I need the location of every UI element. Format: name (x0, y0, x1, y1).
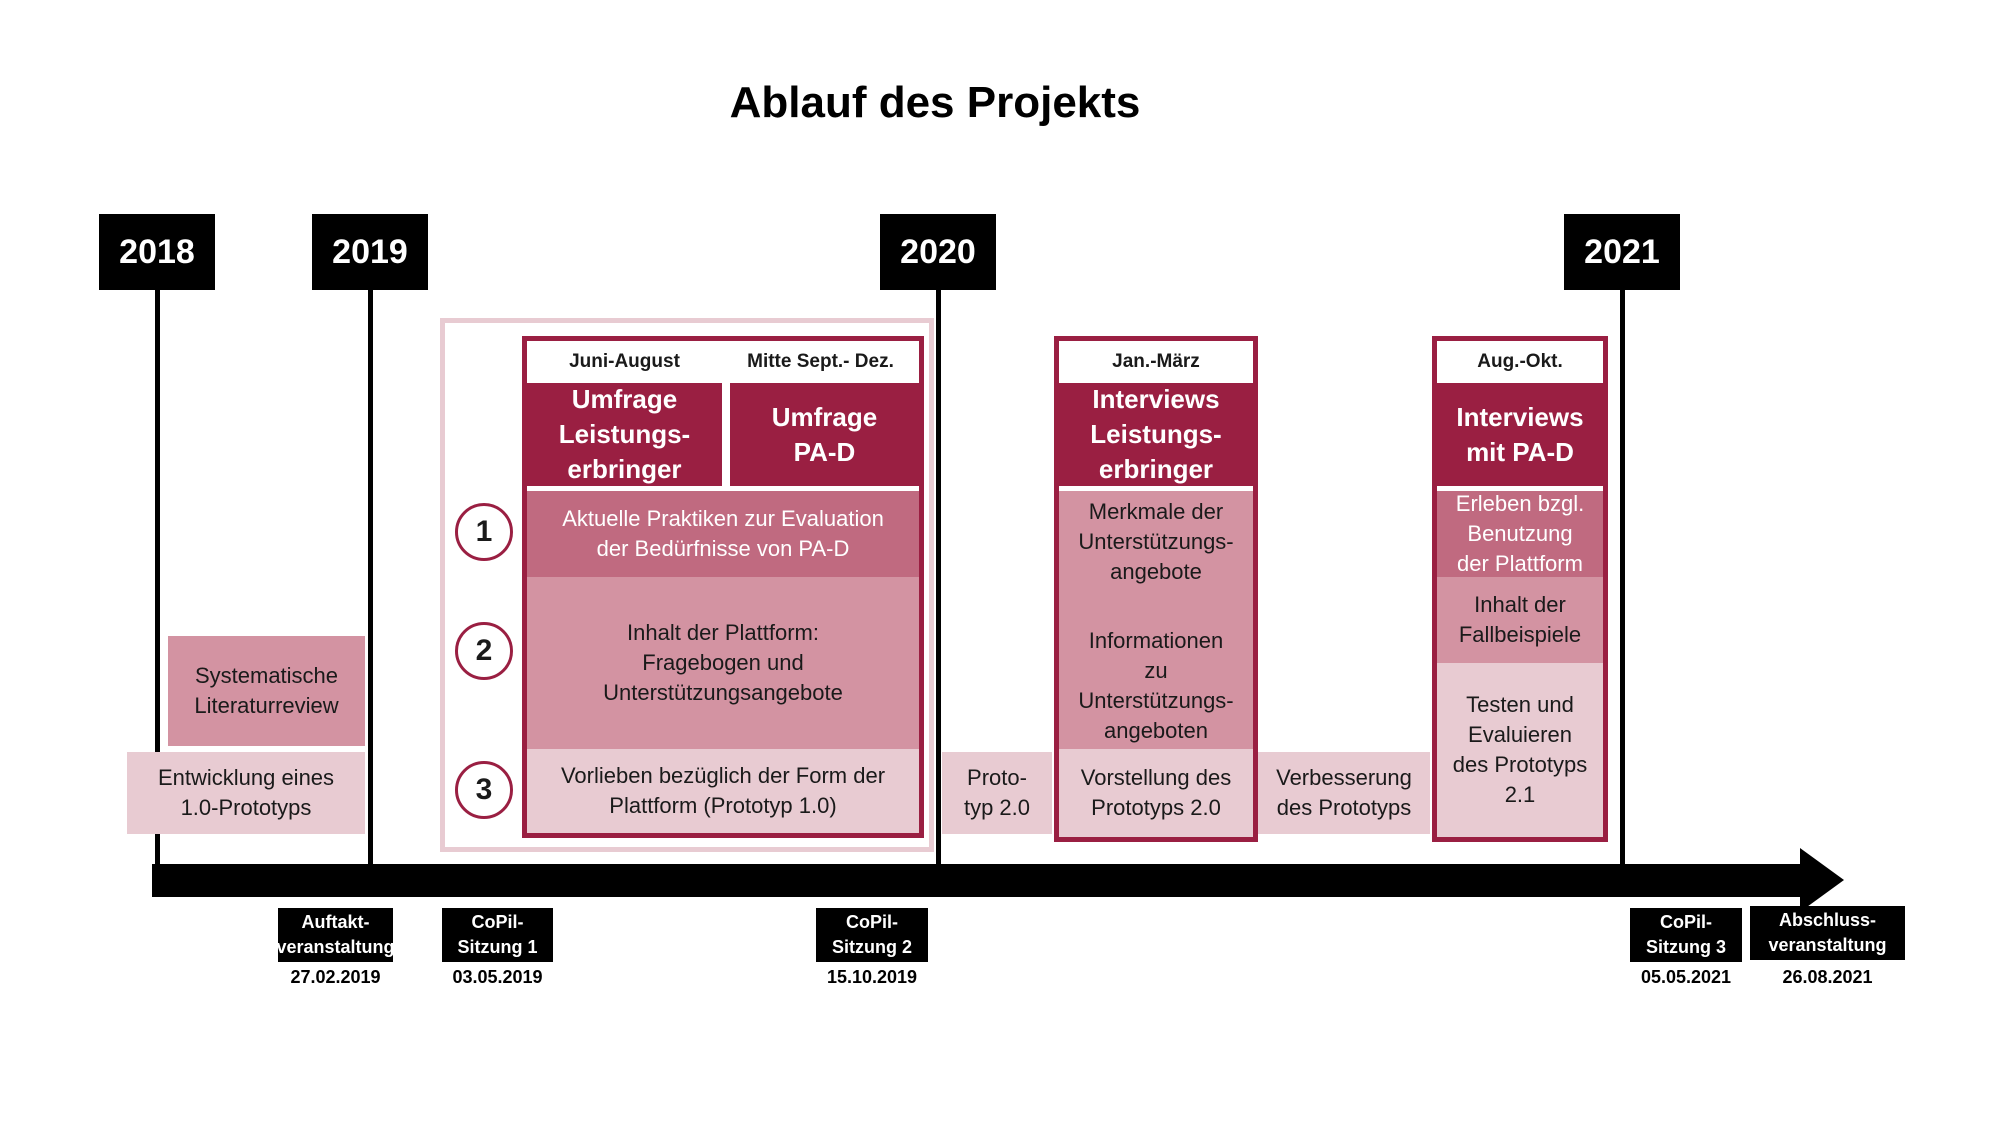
phase1-period-a: Juni-August (527, 341, 722, 383)
year-marker-2021: 2021 (1564, 214, 1680, 290)
phase1-row-2: Inhalt der Plattform: Fragebogen und Unt… (527, 577, 919, 749)
phase1-row-1: Aktuelle Praktiken zur Evaluation der Be… (527, 491, 919, 577)
year-marker-2019: 2019 (312, 214, 428, 290)
phase1-outer-frame (440, 318, 934, 852)
page-title: Ablauf des Projekts (729, 78, 1141, 127)
step-number-3: 3 (455, 761, 513, 819)
step-number-1: 1 (455, 503, 513, 561)
phase1-row-separator (527, 486, 919, 491)
phase1-survey-providers: Umfrage Leistungs- erbringer (527, 383, 722, 486)
phase2-row-1-text: Merkmale der Unterstützungs- angebote (1078, 499, 1234, 584)
year-line-2021 (1620, 290, 1625, 870)
phase3-row-1: Erleben bzgl. Benutzung der Plattform (1437, 491, 1603, 577)
year-line-2018 (155, 290, 160, 880)
event-copil-3-date: 05.05.2021 (1640, 967, 1732, 987)
phase3-row-3: Testen und Evaluieren des Prototyps 2.1 (1437, 663, 1603, 837)
phase1-survey-pad: Umfrage PA-D (730, 383, 919, 486)
event-copil-2-date: 15.10.2019 (826, 967, 918, 987)
year-line-2020 (936, 290, 941, 870)
systematic-review-box: Systematische Literaturreview (168, 636, 365, 746)
timeline-axis (152, 864, 1810, 897)
improvement-box: Verbesserung des Prototyps (1258, 752, 1430, 834)
prototype-2-box: Proto- typ 2.0 (942, 752, 1052, 834)
event-kickoff: Auftakt- veranstaltung (276, 908, 395, 962)
step-number-2: 2 (455, 622, 513, 680)
event-copil-1: CoPil- Sitzung 1 (442, 908, 553, 962)
phase2-row-1: Merkmale der Unterstützungs- angebote (1059, 491, 1253, 749)
phase1-head-separator (722, 383, 730, 486)
phase3-period: Aug.-Okt. (1437, 341, 1603, 383)
event-copil-2: CoPil- Sitzung 2 (816, 908, 928, 962)
phase3-row-2: Inhalt der Fallbeispiele (1437, 577, 1603, 663)
phase3-row-separator (1437, 486, 1603, 491)
event-closing-date: 26.08.2021 (1782, 967, 1873, 987)
phase2-row-2: Informationen zu Unterstützungs- angebot… (1078, 627, 1234, 743)
timeline-arrowhead (1800, 848, 1844, 912)
year-line-2019 (368, 290, 373, 870)
year-marker-2018: 2018 (99, 214, 215, 290)
phase3-interviews-pad: Interviews mit PA-D (1437, 383, 1603, 486)
prototype-1-development-box: Entwicklung eines 1.0-Prototyps (127, 752, 365, 834)
phase1-row-3: Vorlieben bezüglich der Form der Plattfo… (527, 749, 919, 833)
phase1-period-b: Mitte Sept.- Dez. (722, 341, 919, 383)
phase2-interviews-providers: Interviews Leistungs- erbringer (1059, 383, 1253, 486)
phase2-row-separator (1059, 486, 1253, 491)
event-copil-1-date: 03.05.2019 (452, 967, 543, 987)
phase2-row-3: Vorstellung des Prototyps 2.0 (1059, 749, 1253, 837)
event-kickoff-date: 27.02.2019 (290, 967, 381, 987)
event-closing: Abschluss- veranstaltung (1750, 906, 1905, 960)
phase2-period: Jan.-März (1059, 341, 1253, 383)
event-copil-3: CoPil- Sitzung 3 (1630, 908, 1742, 962)
year-marker-2020: 2020 (880, 214, 996, 290)
